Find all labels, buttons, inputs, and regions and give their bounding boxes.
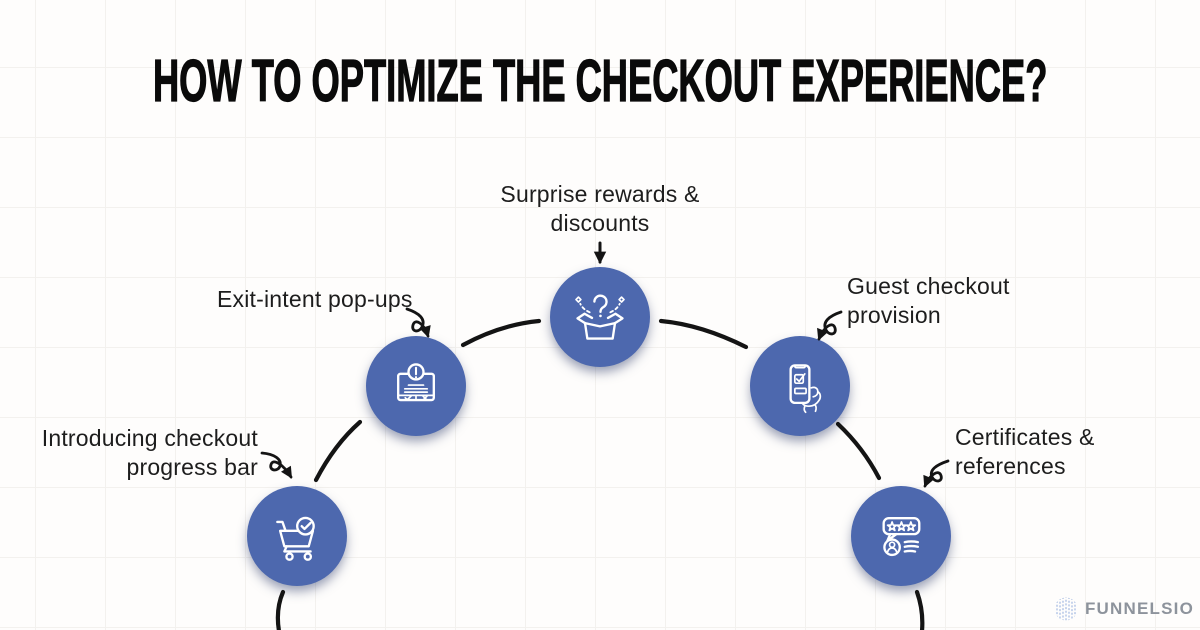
page-title: HOW TO OPTIMIZE THE CHECKOUT EXPERIENCE?: [152, 48, 1048, 114]
arrow-guest-checkout: [817, 310, 843, 341]
arc-segment-bottom-right: [914, 589, 925, 630]
node-surprise-rewards: [550, 267, 650, 367]
arrow-certificates: [923, 459, 950, 488]
cart-check-icon: [276, 516, 315, 561]
arc-segment-surprise-guest: [658, 318, 749, 350]
label-exit-intent: Exit-intent pop-ups: [217, 286, 413, 312]
funnelsio-sphere-icon: [1053, 596, 1079, 622]
phone-checklist-icon: [789, 364, 822, 414]
label-surprise-rewards: Surprise rewards & discounts: [500, 181, 700, 236]
node-progress-bar: [247, 486, 347, 586]
surprise-box-icon: [575, 294, 625, 340]
title-wrap: HOW TO OPTIMIZE THE CHECKOUT EXPERIENCE?: [0, 48, 1200, 114]
node-guest-checkout: [750, 336, 850, 436]
arc-segment-guest-cert: [835, 421, 882, 481]
arc-segment-exit-surprise: [460, 318, 542, 348]
label-progress-bar: Introducing checkout progress bar: [41, 425, 258, 480]
arc-segment-bottom-left: [275, 589, 286, 630]
node-certificates: [851, 486, 951, 586]
node-exit-intent: [366, 336, 466, 436]
label-guest-checkout: Guest checkout provision: [847, 273, 1010, 328]
review-stars-icon: [882, 517, 921, 557]
popup-alert-icon: [397, 363, 435, 402]
funnelsio-logo: FUNNELSIO: [1053, 596, 1194, 622]
label-certificates: Certificates & references: [955, 424, 1095, 479]
funnelsio-logo-text: FUNNELSIO: [1084, 599, 1194, 618]
arrow-progress-bar: [260, 451, 293, 479]
arc-segment-cart-exit: [313, 419, 363, 483]
